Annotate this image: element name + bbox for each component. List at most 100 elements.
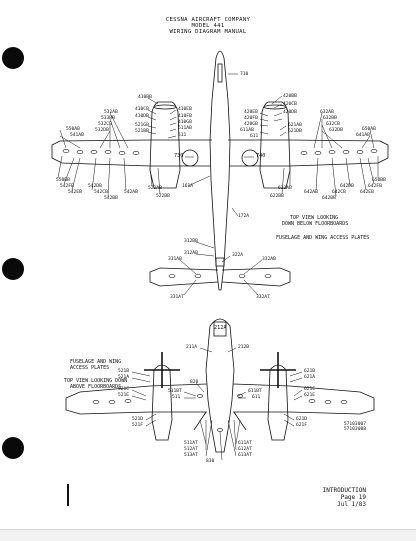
label-532CB: 532CB [98,122,112,127]
bottom-view-subcaption-1: TOP VIEW LOOKING DOWN [64,378,128,384]
label-410FB: 410FB [178,114,192,119]
label-522BB: 522BB [156,194,170,199]
label-522AB: 522AB [148,186,162,191]
label-212B: 212B [238,345,250,350]
label-410DB: 410DB [135,114,149,119]
label-542CB: 542CB [94,190,108,195]
label-212A: 212A [214,325,227,331]
label-420CB: 420CB [283,102,297,107]
manual-title: WIRING DIAGRAM MANUAL [169,29,247,35]
figure-number-2: 57103008 [343,427,366,432]
label-611: 611 [250,134,259,139]
label-611AB: 611AB [240,128,254,133]
label-611: 611 [252,395,261,400]
label-650AB: 650AB [362,127,376,132]
label-642EB: 642EB [360,190,374,195]
label-632AB: 632AB [320,110,334,115]
label-332AT: 332AT [256,295,270,300]
label-533BB: 533BB [101,116,115,121]
label-550AB: 550AB [66,127,80,132]
label-621AB: 621AB [288,123,302,128]
page-bottom-strip [0,529,416,541]
label-521BB: 521BB [135,129,149,134]
footer-section: INTRODUCTION [322,487,366,494]
label-550BB: 550BB [56,178,70,183]
label-542AB: 542AB [124,190,138,195]
label-650BB: 650BB [372,178,386,183]
label-332AB: 332AB [262,257,276,262]
label-621C: 621C [304,387,316,392]
label-611BT: 611BT [248,389,262,394]
label-541AB: 541AB [70,133,84,138]
label-511: 511 [172,395,181,400]
label-420EB: 420EB [244,110,258,115]
label-642AB: 642AB [304,190,318,195]
label-410CB: 410CB [135,107,149,112]
label-410GB: 410GB [178,120,192,125]
bottom-view-caption-1: FUSELAGE AND WING [70,359,122,365]
label-542BB: 542BB [104,196,118,201]
bottom-view-caption-2: ACCESS PLATES [70,365,110,371]
label-632DB: 632DB [329,128,343,133]
label-420DB-right: 420DB [283,110,297,115]
label-511AT: 511AT [184,441,198,446]
label-642BB: 642BB [322,196,336,201]
label-542FB: 542FB [60,184,74,189]
figure-number-1: 57103007 [343,422,366,427]
label-521C: 521C [118,387,130,392]
label-331AB: 331AB [168,257,182,262]
label-621A: 621A [304,375,316,380]
footer-date: Jul 1/83 [337,501,366,508]
label-642FB: 642FB [368,184,382,189]
label-542EB: 542EB [68,190,82,195]
binder-hole-bottom [2,437,24,459]
label-410BB: 410BB [138,95,152,100]
label-730: 730 [174,153,184,159]
label-621E: 621E [304,393,316,398]
label-521B: 521B [118,369,130,374]
label-521D: 521D [132,417,144,422]
label-161A: 161A [182,184,194,189]
label-612AT: 612AT [238,447,252,452]
label-521E: 521E [118,393,130,398]
label-542DB: 542DB [88,184,102,189]
label-641AB: 641AB [356,133,370,138]
label-740: 740 [256,153,266,159]
label-410EB: 410EB [178,107,192,112]
label-710: 710 [240,72,249,77]
label-312AB: 312AB [184,251,198,256]
label-322A: 322A [232,253,244,258]
bottom-view-subcaption-2: ABOVE FLOORBOARDS [70,384,122,390]
label-511AB: 511AB [178,126,192,131]
binder-hole-top [2,47,24,69]
company-name: CESSNA AIRCRAFT COMPANY [165,17,251,23]
top-view-caption-2: DOWN BELOW FLOORBOARDS [282,221,349,227]
label-622AB: 622AB [278,186,292,191]
label-521GB: 521GB [135,123,149,128]
label-511BT: 511BT [168,389,182,394]
label-830: 830 [206,459,215,464]
label-420BB: 420BB [283,94,297,99]
label-622BB: 622BB [270,194,284,199]
label-820: 820 [190,380,199,385]
label-312BB: 312BB [184,239,198,244]
label-632BB: 632BB [323,116,337,121]
label-521F: 521F [132,423,144,428]
binder-hole-middle [2,258,24,280]
label-632CB: 632CB [326,122,340,127]
top-view-caption-1: TOP VIEW LOOKING [290,215,339,221]
footer-page: Page 19 [340,494,366,501]
label-211A: 211A [186,345,198,350]
label-512AT: 512AT [184,447,198,452]
label-420GB: 420GB [244,122,258,127]
label-621F: 621F [296,423,308,428]
label-613AT: 613AT [238,453,252,458]
label-642DB: 642DB [340,184,354,189]
label-621B: 621B [304,369,316,374]
label-521A: 521A [118,375,130,380]
label-331AT: 331AT [170,295,184,300]
margin-rule [67,484,69,506]
